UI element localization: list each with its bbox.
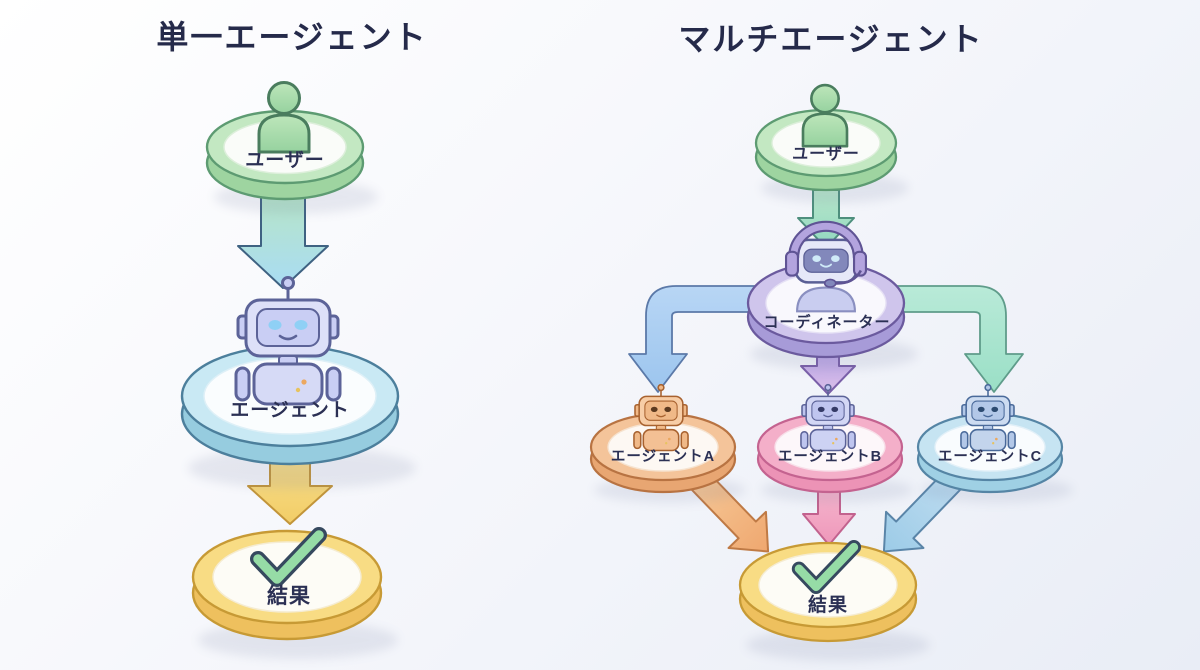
single-user-label: ユーザー <box>245 149 325 171</box>
agent-b-label: エージェントB <box>778 449 882 465</box>
coordinator-node: コーディネーター <box>746 220 918 370</box>
coordinator-label: コーディネーター <box>764 313 891 331</box>
multi-agent-title: マルチエージェント <box>678 21 983 57</box>
single-result-node: 結果 <box>191 531 398 659</box>
agent-b-node: エージェントB <box>756 384 913 503</box>
person-icon <box>257 81 311 154</box>
single-result-label: 結果 <box>267 584 311 608</box>
headset-robot-icon <box>784 220 868 313</box>
multi-result-label: 結果 <box>808 593 848 616</box>
agent-c-label: エージェントC <box>938 449 1042 465</box>
person-icon <box>801 83 849 148</box>
agent-a-node: エージェントA <box>589 384 746 503</box>
single-agent-label: エージェント <box>230 400 350 421</box>
multi-user-label: ユーザー <box>792 145 860 163</box>
agent-c-node: エージェントC <box>916 384 1073 503</box>
multi-agent-panel: マルチエージェント ユーザー <box>589 21 1073 661</box>
multi-result-node: 結果 <box>738 543 930 661</box>
single-agent-panel: 単一エージェント ユーザー エージェント <box>156 19 427 659</box>
multi-user-node: ユーザー <box>754 83 909 203</box>
arrow-coordinator-to-agent-c-icon <box>832 285 1024 393</box>
agent-a-label: エージェントA <box>611 449 715 465</box>
single-agent-title: 単一エージェント <box>156 19 427 55</box>
single-user-node: ユーザー <box>205 81 378 214</box>
single-agent-node: エージェント <box>180 277 416 489</box>
arrow-coordinator-to-agent-a-icon <box>628 285 824 393</box>
